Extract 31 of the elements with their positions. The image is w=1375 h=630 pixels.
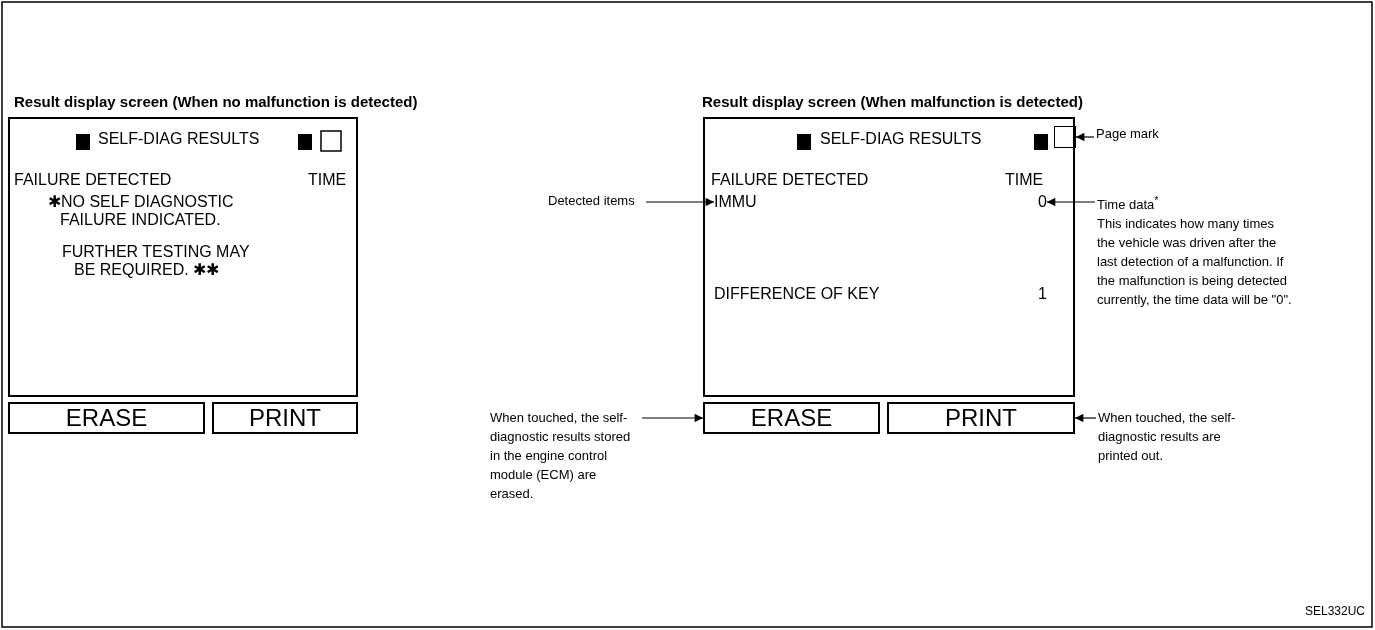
screen-button: PRINT xyxy=(212,402,358,434)
column-header: FAILURE DETECTED xyxy=(711,171,869,189)
section-heading: Result display screen (When no malfunction is detected) xyxy=(14,93,418,110)
column-header: TIME xyxy=(308,171,347,189)
page-mark-box xyxy=(1054,126,1076,148)
arrow xyxy=(1046,197,1096,207)
screen-button: ERASE xyxy=(703,402,880,434)
callout-heading: Time data$^{*}$ xyxy=(1097,193,1160,215)
screen-button: ERASE xyxy=(8,402,205,434)
status-message: FURTHER TESTING MAY BE REQUIRED. ✱✱ xyxy=(62,243,251,279)
screen-title: SELF-DIAG RESULTS xyxy=(98,130,260,148)
callout-text: Detected items xyxy=(548,191,644,210)
time-value: 1 xyxy=(1038,285,1047,303)
callout-text: This indicates how many times the vehicle was driven after the last detection of a malfunction. If the malfunction is being detected currently, the time data will be "0". xyxy=(1097,215,1292,310)
callout-text: When touched, the self-diagnostic results stored in the engine control module (ECM) are erased. xyxy=(490,408,640,503)
column-header: FAILURE DETECTED xyxy=(14,171,172,189)
section-heading: Result display screen (When malfunction is detected) xyxy=(702,93,1083,110)
figure-code: SEL332UC xyxy=(1305,604,1366,618)
screen-button: PRINT xyxy=(887,402,1075,434)
status-message: ✱NO SELF DIAGNOSTIC FAILURE INDICATED. xyxy=(48,193,235,229)
arrow xyxy=(641,413,704,423)
callout-text: Page mark xyxy=(1096,124,1166,143)
failure-item: IMMU xyxy=(714,193,757,211)
time-value: 0 xyxy=(1038,193,1047,211)
failure-item: DIFFERENCE OF KEY xyxy=(714,285,880,303)
arrow xyxy=(1074,413,1097,423)
screen-title: SELF-DIAG RESULTS xyxy=(820,130,982,148)
arrow xyxy=(645,197,715,207)
arrow xyxy=(1075,132,1095,142)
column-header: TIME xyxy=(1005,171,1044,189)
callout-text: When touched, the self-diagnostic results are printed out. xyxy=(1098,408,1258,465)
